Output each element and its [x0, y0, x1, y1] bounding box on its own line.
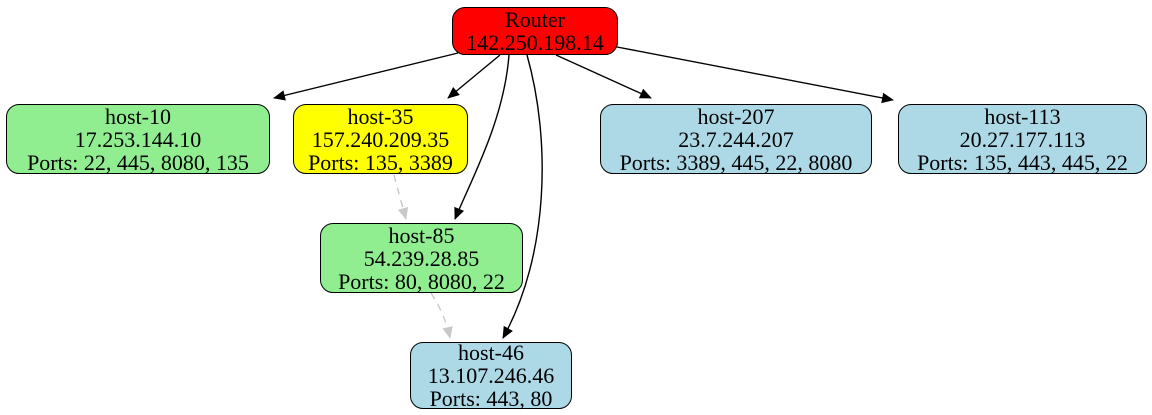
edge-router-host-35 [447, 54, 501, 99]
node-ip: 20.27.177.113 [959, 126, 1086, 152]
node-ports: Ports: 22, 445, 8080, 135 [27, 149, 249, 175]
edge-host-35-host-85 [393, 174, 409, 220]
node-ip: 17.253.144.10 [74, 126, 202, 152]
node-name: host-207 [697, 103, 775, 129]
node-name: host-35 [347, 103, 414, 129]
node-name: host-85 [388, 222, 455, 248]
node-ports: Ports: 80, 8080, 22 [338, 268, 505, 294]
node-name: host-113 [984, 103, 1061, 129]
node-ip: 13.107.246.46 [427, 363, 555, 388]
node-ports: Ports: 3389, 445, 22, 8080 [619, 149, 853, 175]
node-name: Router [505, 7, 565, 32]
node-ip: 157.240.209.35 [311, 126, 450, 152]
node-ports: Ports: 135, 3389 [308, 149, 453, 175]
edge-host-85-host-46 [430, 292, 453, 339]
edge-router-host-207 [555, 54, 652, 99]
node-ports: Ports: 135, 443, 445, 22 [917, 149, 1128, 175]
node-name: host-46 [458, 340, 524, 365]
edge-router-host-10 [273, 52, 459, 101]
node-ip: 54.239.28.85 [363, 245, 480, 271]
node-ip: 23.7.244.207 [678, 126, 794, 152]
edge-router-host-46 [502, 54, 543, 339]
edge-router-host-113 [616, 46, 894, 104]
node-name: host-10 [105, 103, 171, 129]
node-ip: 142.250.198.14 [466, 30, 604, 55]
node-ports: Ports: 443, 80 [429, 386, 553, 411]
